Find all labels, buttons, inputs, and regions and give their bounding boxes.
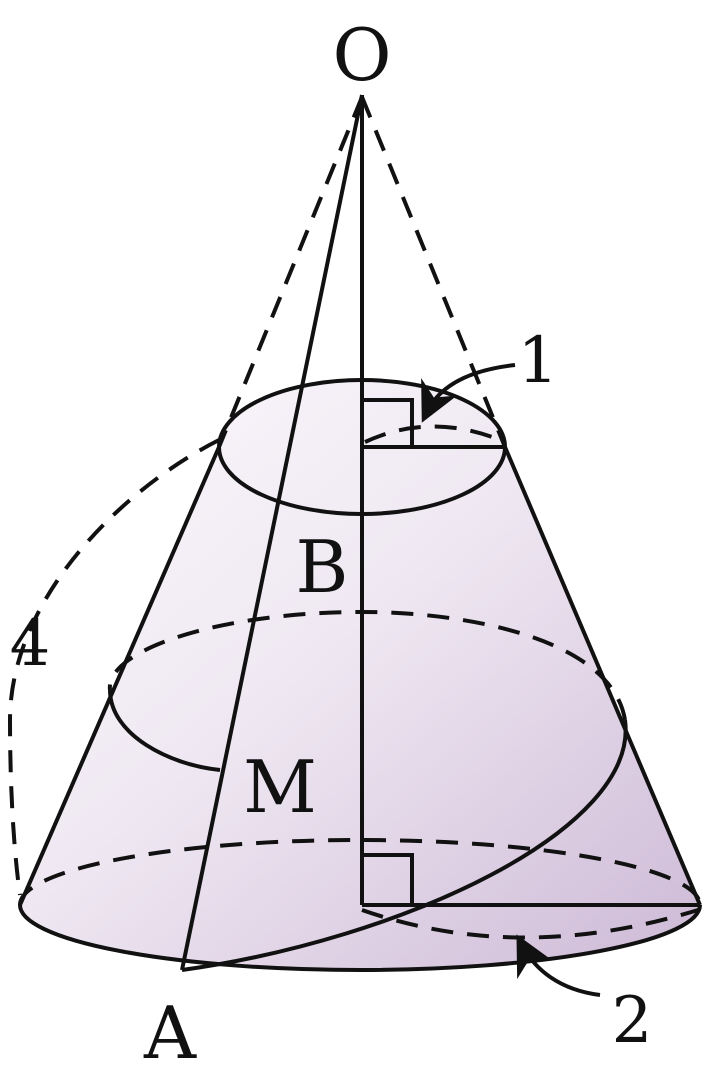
label-M: M — [243, 745, 317, 829]
spiral-path-back — [107, 609, 627, 721]
label-2: 2 — [612, 984, 653, 1058]
arrow-2 — [516, 934, 601, 997]
label-B: B — [296, 525, 349, 609]
cone-extension-left — [217, 96, 364, 448]
cone-extension-right — [360, 96, 507, 448]
left-generatrix — [18, 446, 221, 906]
arrow-1 — [421, 363, 516, 423]
bottom-ellipse-front — [18, 904, 702, 972]
spiral-path-front — [181, 719, 628, 972]
spiral-path-to-M — [108, 689, 221, 772]
bottom-ellipse-back — [18, 838, 702, 906]
label-A: A — [143, 991, 197, 1075]
line-OA — [180, 94, 364, 971]
right-angle-bottom — [362, 853, 414, 905]
top-radius-arc — [364, 424, 501, 444]
label-O: O — [332, 13, 391, 97]
right-angle-top — [362, 398, 414, 447]
slant-length-arc — [7, 438, 220, 896]
bottom-radius-arc — [361, 908, 699, 940]
label-1: 1 — [518, 324, 559, 398]
label-4: 4 — [10, 607, 51, 681]
